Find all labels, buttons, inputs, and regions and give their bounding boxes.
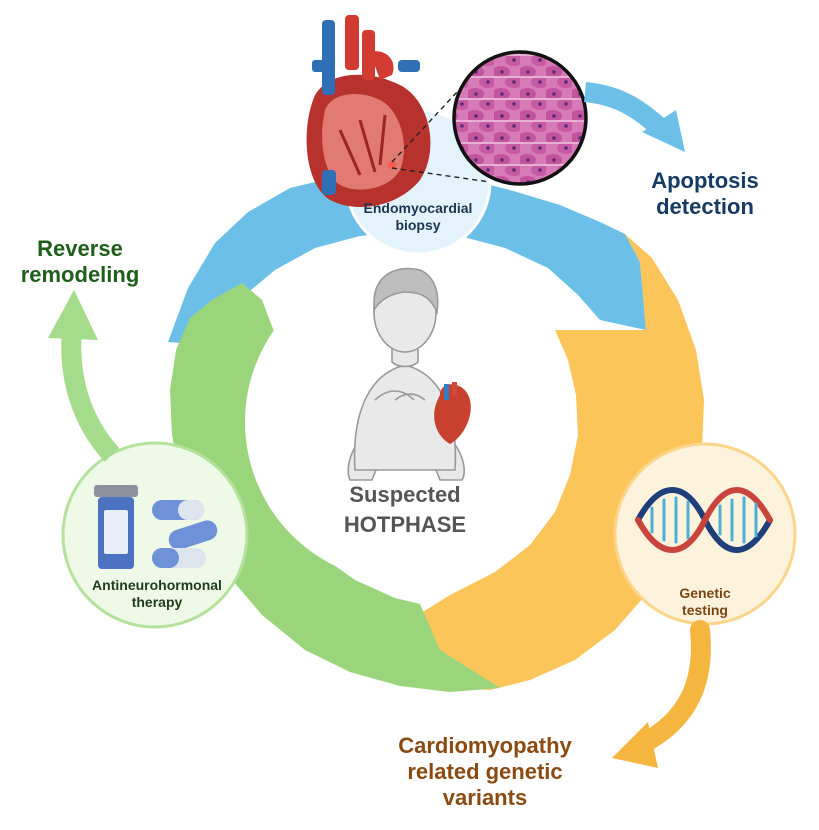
arrow-to-variants <box>612 620 711 768</box>
variants-label: Cardiomyopathy related genetic variants <box>398 733 572 810</box>
pill-bottle-icon <box>94 485 218 569</box>
genetic-label: Genetic testing <box>679 585 731 618</box>
patient-figure-icon <box>347 267 465 481</box>
arrow-to-apoptosis <box>583 82 685 152</box>
heart-anatomy-icon <box>306 15 431 208</box>
apoptosis-label: Apoptosis detection <box>651 168 759 219</box>
tissue-micrograph-icon <box>452 50 588 186</box>
center-title-line2: HOTPHASE <box>343 512 467 537</box>
ring-blue-segment <box>168 171 646 345</box>
arrow-to-remodeling <box>48 290 120 462</box>
magnify-line-top <box>391 77 471 163</box>
center-title-line1: Suspected <box>349 482 461 507</box>
biopsy-label: Endomyocardial biopsy <box>363 200 473 233</box>
remodeling-label: Reverse remodeling <box>20 236 140 287</box>
dna-helix-icon <box>635 487 773 553</box>
chest-heart-icon <box>434 382 471 444</box>
therapy-label: Antineurohormonal therapy <box>92 577 222 610</box>
magnify-line-bottom <box>391 167 491 183</box>
